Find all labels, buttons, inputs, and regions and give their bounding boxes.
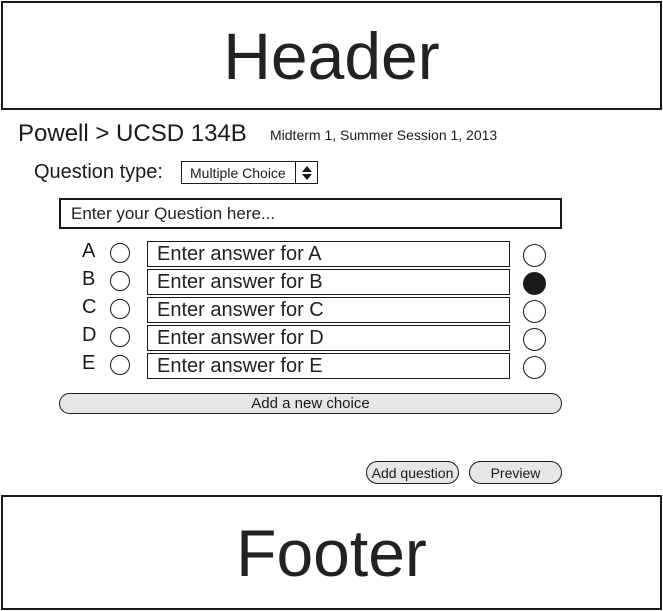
choice-letter: E: [82, 352, 96, 374]
add-choice-button[interactable]: Add a new choice: [59, 393, 562, 414]
stepper-arrows-icon[interactable]: [295, 162, 317, 183]
choice-row: A Enter answer for A: [0, 240, 663, 268]
choice-row: D Enter answer for D: [0, 324, 663, 352]
select-choice-radio[interactable]: [110, 271, 130, 291]
choice-row: B Enter answer for B: [0, 268, 663, 296]
breadcrumb: Powell > UCSD 134B: [18, 120, 247, 147]
select-choice-radio[interactable]: [110, 327, 130, 347]
correct-answer-radio[interactable]: [523, 300, 546, 323]
choice-letter: D: [82, 324, 97, 346]
choice-row: E Enter answer for E: [0, 352, 663, 380]
correct-answer-radio[interactable]: [523, 272, 546, 295]
answer-input[interactable]: Enter answer for B: [147, 269, 510, 295]
choice-letter: B: [82, 268, 96, 290]
correct-answer-radio[interactable]: [523, 356, 546, 379]
correct-answer-radio[interactable]: [523, 328, 546, 351]
exam-subtitle: Midterm 1, Summer Session 1, 2013: [270, 127, 498, 143]
select-choice-radio[interactable]: [110, 299, 130, 319]
choice-row: C Enter answer for C: [0, 296, 663, 324]
correct-answer-radio[interactable]: [523, 244, 546, 267]
preview-button[interactable]: Preview: [469, 461, 562, 484]
question-type-select[interactable]: Multiple Choice: [181, 161, 318, 184]
header: Header: [1, 1, 662, 110]
answer-input[interactable]: Enter answer for E: [147, 353, 510, 379]
question-input[interactable]: Enter your Question here...: [59, 198, 562, 229]
answer-input[interactable]: Enter answer for C: [147, 297, 510, 323]
add-question-button[interactable]: Add question: [366, 461, 459, 484]
choice-letter: A: [82, 240, 96, 262]
select-choice-radio[interactable]: [110, 243, 130, 263]
answer-input[interactable]: Enter answer for A: [147, 241, 510, 267]
select-choice-radio[interactable]: [110, 355, 130, 375]
answer-input[interactable]: Enter answer for D: [147, 325, 510, 351]
footer: Footer: [1, 495, 662, 610]
question-type-value: Multiple Choice: [190, 164, 286, 181]
choice-letter: C: [82, 296, 97, 318]
question-type-label: Question type:: [34, 161, 163, 183]
